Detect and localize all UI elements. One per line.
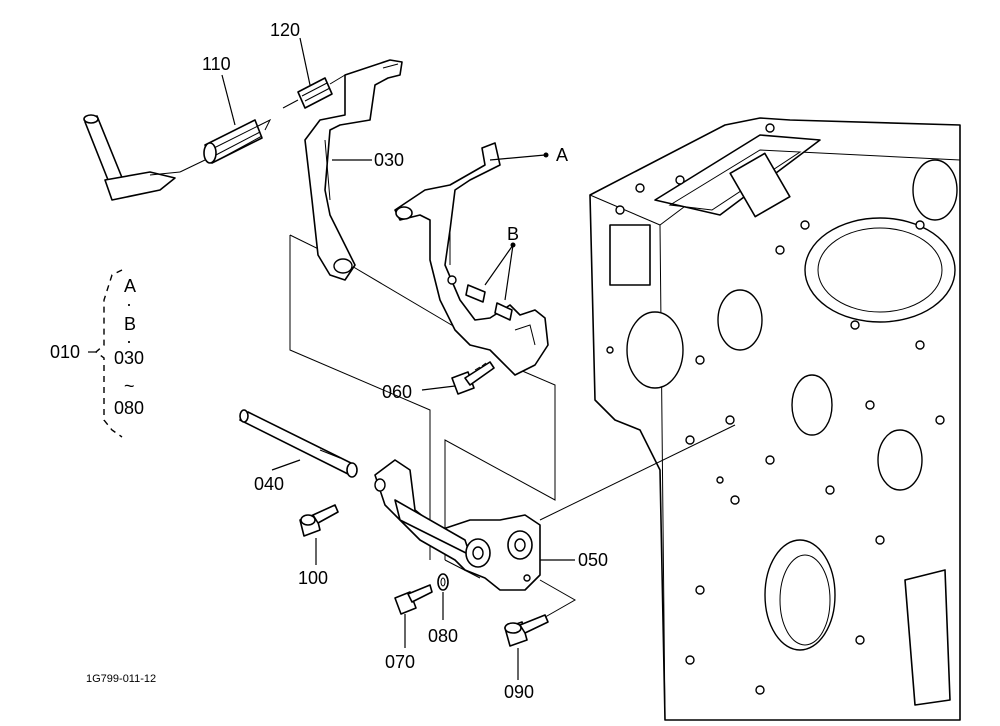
- label-090: 090: [504, 682, 534, 702]
- part-labels: 120 110 030 A B 060 040 100 050 070 080 …: [202, 20, 608, 702]
- label-a: A: [556, 145, 568, 165]
- assembly-line-5: 030: [114, 348, 144, 368]
- reference-lines: [289, 234, 736, 621]
- label-040: 040: [254, 474, 284, 494]
- label-b: B: [507, 224, 519, 244]
- assembly-line-6: ~: [124, 376, 135, 396]
- engine-block: [589, 117, 961, 721]
- lever-030: [304, 59, 403, 281]
- pins-b: [465, 284, 513, 321]
- label-070: 070: [385, 652, 415, 672]
- assembly-line-4: ·: [126, 331, 132, 351]
- shaft-lever: [83, 114, 181, 201]
- label-100: 100: [298, 568, 328, 588]
- bolt-090: [504, 614, 549, 647]
- bolt-070: [394, 584, 433, 615]
- bracket-050: [374, 459, 541, 591]
- label-080: 080: [428, 626, 458, 646]
- assembly-line-1: A: [124, 276, 136, 296]
- label-060: 060: [382, 382, 412, 402]
- assembly-line-3: B: [124, 314, 136, 334]
- assembly-labels: 010 A · B · 030 ~ 080: [50, 276, 144, 418]
- leader-lines: [221, 37, 575, 680]
- assembly-line-2: ·: [126, 294, 132, 314]
- label-110: 110: [202, 54, 231, 74]
- shaft-040: [239, 409, 358, 478]
- label-120: 120: [270, 20, 300, 40]
- label-050: 050: [578, 550, 608, 570]
- bolt-060: [451, 361, 495, 395]
- washer-080: [437, 573, 449, 591]
- assembly-line-7: 080: [114, 398, 144, 418]
- spring-120: [282, 74, 353, 109]
- drawing-code: 1G799-011-12: [86, 673, 156, 685]
- label-030: 030: [374, 150, 404, 170]
- fork-a: [394, 142, 549, 376]
- assembly-bracket: [88, 269, 123, 438]
- spring-110: [179, 118, 272, 173]
- bolt-100: [299, 504, 339, 537]
- assembly-number: 010: [50, 342, 80, 362]
